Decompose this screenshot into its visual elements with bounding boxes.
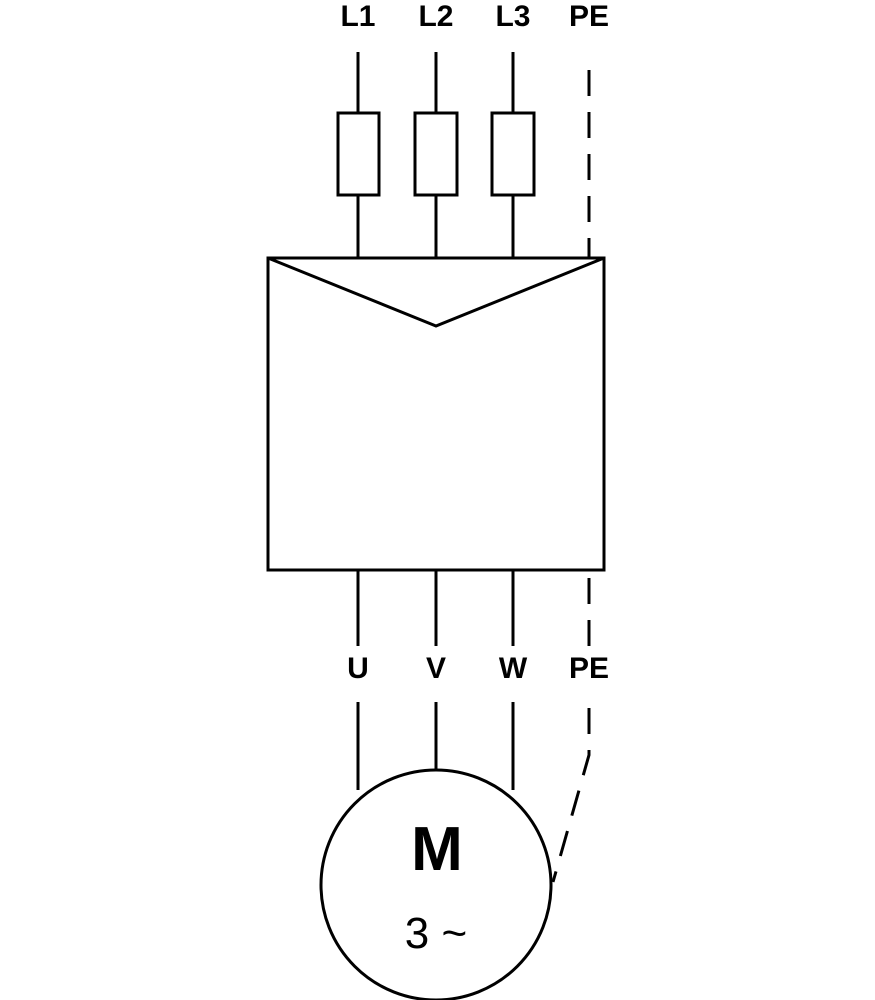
terminal-label-pe-output: PE: [569, 652, 609, 685]
fuse-l2: [413, 111, 459, 197]
motor-wire-pe: [551, 708, 591, 883]
drive-box-chevron: [267, 256, 605, 328]
terminal-label-pe-supply: PE: [569, 0, 609, 33]
terminal-label-v: V: [426, 652, 446, 685]
fuse-l3: [490, 111, 536, 197]
terminal-label-l3: L3: [495, 0, 530, 33]
drive-box: [266, 256, 606, 572]
fuse-l1: [336, 111, 381, 197]
motor-circle: [319, 768, 553, 1000]
terminal-label-w: W: [499, 652, 528, 685]
motor-letter: M: [411, 815, 463, 884]
terminal-label-l1: L1: [340, 0, 375, 33]
terminal-label-l2: L2: [418, 0, 453, 33]
terminal-label-u: U: [347, 652, 369, 685]
motor-phase-label: 3 ~: [405, 909, 467, 958]
